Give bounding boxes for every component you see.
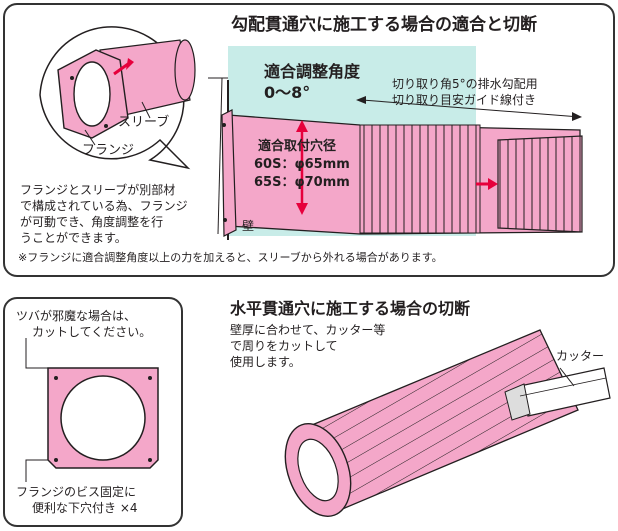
cut-note-leader (25, 338, 48, 369)
bottom-right-title: 水平貫通穴に施工する場合の切断 (230, 299, 471, 318)
warning-text: ※フランジに適合調整角度以上の力を加えると、スリーブから外れる場合があります。 (18, 251, 443, 264)
bottom-right-desc-line3: 使用します。 (230, 355, 301, 369)
bottom-right-desc-line1: 壁厚に合わせて、カッター等 (230, 323, 386, 337)
sleeve-label: スリーブ (118, 115, 170, 130)
top-panel (3, 3, 615, 277)
bottom-sleeve (284, 329, 579, 517)
desc-line1: フランジとスリーブが別部材 (20, 183, 176, 197)
top-title: 勾配貫通穴に施工する場合の適合と切断 (231, 15, 537, 35)
angle-label: 適合調整角度 (264, 62, 361, 81)
screw-hole-note-line2: 便利な下穴付き ×4 (32, 501, 138, 515)
cut-piece (476, 135, 583, 233)
top-sleeve (221, 109, 581, 237)
hole-65s: 65S：φ70mm (254, 175, 350, 190)
cut-note-line1: 切り取り角5°の排水勾配用 (392, 77, 538, 91)
cutter-leader (559, 367, 575, 387)
screw-hole-note-line1: フランジのビス固定に (16, 485, 137, 499)
flange-closeup (39, 26, 196, 170)
cutter-tool (504, 367, 611, 421)
bottom-right-desc-line2: で周りをカットして (230, 339, 338, 353)
screw-note-leader (25, 459, 48, 482)
flange-label: フランジ (82, 143, 135, 158)
desc-line4: うことができます。 (20, 231, 127, 245)
hole-title: 適合取付穴径 (258, 139, 337, 154)
cut-dim-line (361, 99, 581, 118)
hole-60s: 60S：φ65mm (254, 157, 350, 172)
wall-label: 壁 (242, 219, 255, 233)
cutter-label: カッター (556, 349, 605, 363)
sleeve-leader (141, 101, 151, 119)
flange-front-view (47, 367, 159, 469)
angle-range: 0〜8° (264, 83, 311, 102)
cut-flange-note-line2: カットしてください。 (32, 325, 152, 339)
angle-tilted-line (217, 77, 223, 235)
bottom-left-panel (3, 297, 183, 527)
cut-note-line2: 切り取り目安ガイド線付き (392, 93, 537, 107)
flange-leader (84, 129, 96, 146)
desc-line2: で構成されている為、フランジ (20, 199, 188, 213)
cut-flange-note-line1: ツバが邪魔な場合は、 (16, 309, 137, 323)
desc-line3: が可動でき、角度調整を行 (20, 215, 164, 229)
